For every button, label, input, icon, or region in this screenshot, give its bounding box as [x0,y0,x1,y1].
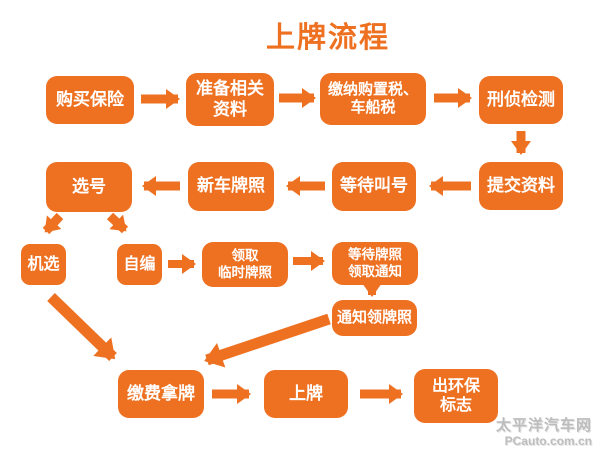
node-pay-get-plate: 缴费拿牌 [118,370,204,418]
watermark: 太平洋汽车网 PCauto.com.cn [496,418,592,448]
node-wait-number: 等待叫号 [332,162,416,211]
node-buy-insurance: 购买保险 [46,76,134,124]
node-pay-taxes: 缴纳购置税、 车船税 [320,73,426,125]
node-wait-notice: 等待牌照 领取通知 [332,242,418,285]
watermark-site-url: PCauto.com.cn [504,433,592,448]
node-notice-plate: 通知领牌照 [332,300,417,336]
arrow-notice-to-pay [204,313,331,368]
page-title: 上牌流程 [265,22,390,54]
watermark-site-name: 太平洋汽车网 [495,417,592,435]
node-env-badge: 出环保 标志 [414,369,498,423]
arrow-random-to-pay [47,293,117,361]
node-install-plate: 上牌 [264,370,348,418]
node-prepare-docs: 准备相关 资料 [186,73,274,126]
node-random-pick: 机选 [21,244,66,285]
node-choose-number: 选号 [46,162,132,212]
node-temp-plate: 领取 临时牌照 [202,242,288,287]
node-criminal-check: 刑侦检测 [479,76,563,124]
node-submit-docs: 提交资料 [479,162,563,210]
arrow-choose-to-selfedit [106,212,129,234]
arrow-choose-to-random [42,212,64,235]
node-self-edit: 自编 [117,244,162,285]
node-new-plate: 新车牌照 [188,162,274,211]
